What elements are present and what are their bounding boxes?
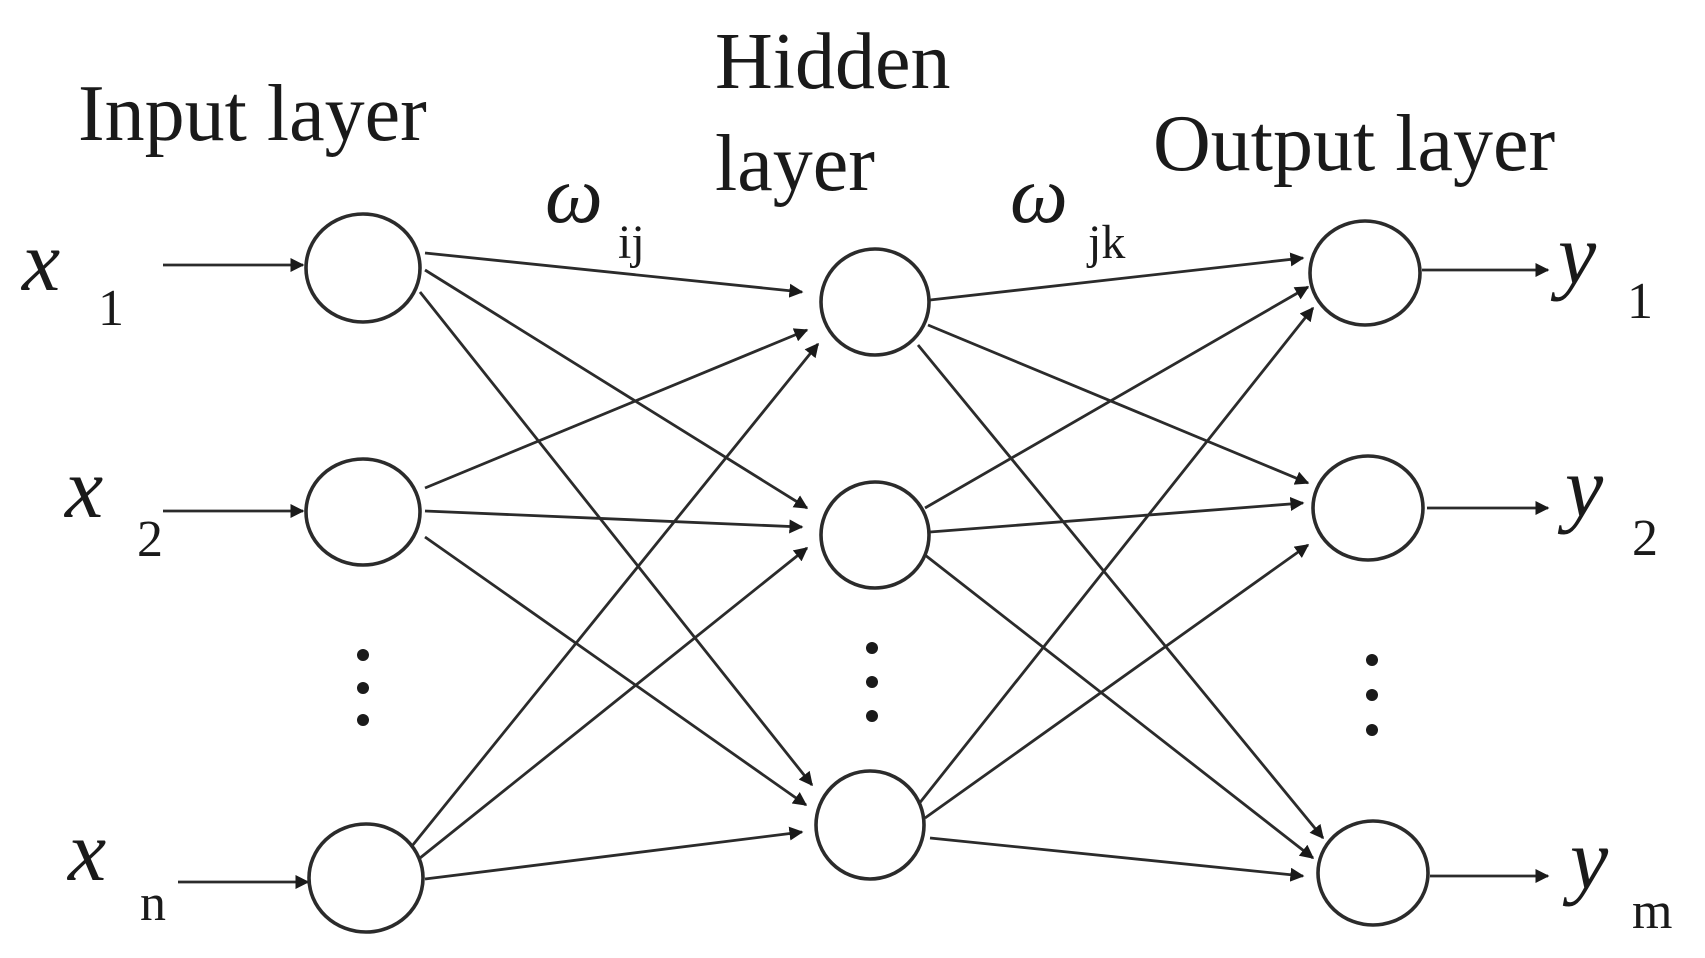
output-subscript: 1 [1627, 273, 1653, 330]
connection-x2-h3 [424, 535, 808, 807]
output-node-2 [1311, 454, 1425, 562]
output-subscript: m [1632, 883, 1672, 940]
hidden-layer-nodes [814, 247, 931, 881]
connection-x2-h2 [424, 509, 804, 534]
output-ellipsis-dots [1366, 654, 1378, 736]
output-variable: y [1557, 439, 1604, 535]
connection-h3-y2 [924, 543, 1310, 820]
connection-h1-ym [916, 344, 1325, 840]
input-subscript: n [140, 875, 166, 932]
input-variable: x [20, 213, 60, 309]
connection-x2-h1 [424, 328, 809, 490]
weight-subscript-jk: jk [1086, 216, 1125, 269]
input-label-xn: x n [66, 803, 166, 932]
output-label-y2: y 2 [1557, 439, 1658, 567]
output-node-m [1316, 819, 1430, 927]
hidden-node-1 [819, 247, 931, 357]
ellipsis-dot [357, 714, 369, 726]
connection-h2-y1 [924, 285, 1310, 510]
hidden-ellipsis-dots [866, 642, 878, 722]
input-subscript: 1 [98, 280, 124, 337]
input-hidden-connections [410, 251, 820, 881]
connection-xn-h1 [410, 342, 820, 847]
input-label-x1: x 1 [20, 213, 124, 337]
input-layer-heading: Input layer [78, 70, 427, 158]
hidden-node-2 [819, 480, 931, 590]
input-ellipsis-dots [357, 649, 369, 726]
ellipsis-dot [1366, 689, 1378, 701]
ellipsis-dot [866, 676, 878, 688]
hidden-output-connections [916, 252, 1325, 882]
connection-x1-h3 [418, 291, 814, 787]
connection-x1-h1 [424, 251, 804, 298]
ellipsis-dot [1366, 654, 1378, 666]
output-node-1 [1308, 219, 1422, 327]
connection-h2-ym [924, 553, 1315, 860]
hidden-layer-heading-line1: Hidden [715, 18, 951, 106]
ellipsis-dot [866, 710, 878, 722]
output-layer-heading: Output layer [1153, 100, 1555, 188]
ellipsis-dot [1366, 724, 1378, 736]
input-variable: x [66, 803, 106, 899]
connection-xn-h2 [419, 546, 809, 860]
input-arrows [163, 258, 310, 889]
ellipsis-dot [357, 682, 369, 694]
connection-xn-h3 [424, 826, 804, 881]
input-node-n [307, 822, 425, 934]
connection-h1-y1 [929, 252, 1305, 302]
connection-h3-ym [929, 836, 1305, 882]
input-label-x2: x 2 [63, 440, 163, 568]
connection-h3-y1 [916, 306, 1315, 806]
input-variable: x [63, 440, 103, 536]
weight-label-ij: ω ij [545, 149, 645, 269]
input-layer-nodes [304, 212, 425, 934]
output-variable: y [1562, 811, 1609, 907]
input-node-2 [304, 457, 422, 567]
hidden-node-3 [814, 769, 926, 881]
output-layer-nodes [1308, 219, 1430, 927]
output-variable: y [1550, 206, 1597, 302]
weight-symbol-jk: ω [1010, 149, 1068, 240]
hidden-layer-heading-line2: layer [715, 120, 875, 208]
ellipsis-dot [357, 649, 369, 661]
connection-x1-h2 [424, 268, 809, 510]
input-subscript: 2 [137, 511, 163, 568]
weight-symbol-ij: ω [545, 149, 603, 240]
output-label-y1: y 1 [1550, 206, 1653, 330]
connection-h2-y2 [929, 496, 1305, 534]
weight-subscript-ij: ij [618, 216, 645, 269]
output-subscript: 2 [1632, 510, 1658, 567]
connection-h1-y2 [927, 323, 1310, 485]
weight-label-jk: ω jk [1010, 149, 1125, 269]
ellipsis-dot [866, 642, 878, 654]
input-node-1 [304, 212, 422, 324]
output-label-ym: y m [1562, 811, 1672, 940]
output-arrows [1422, 263, 1550, 883]
